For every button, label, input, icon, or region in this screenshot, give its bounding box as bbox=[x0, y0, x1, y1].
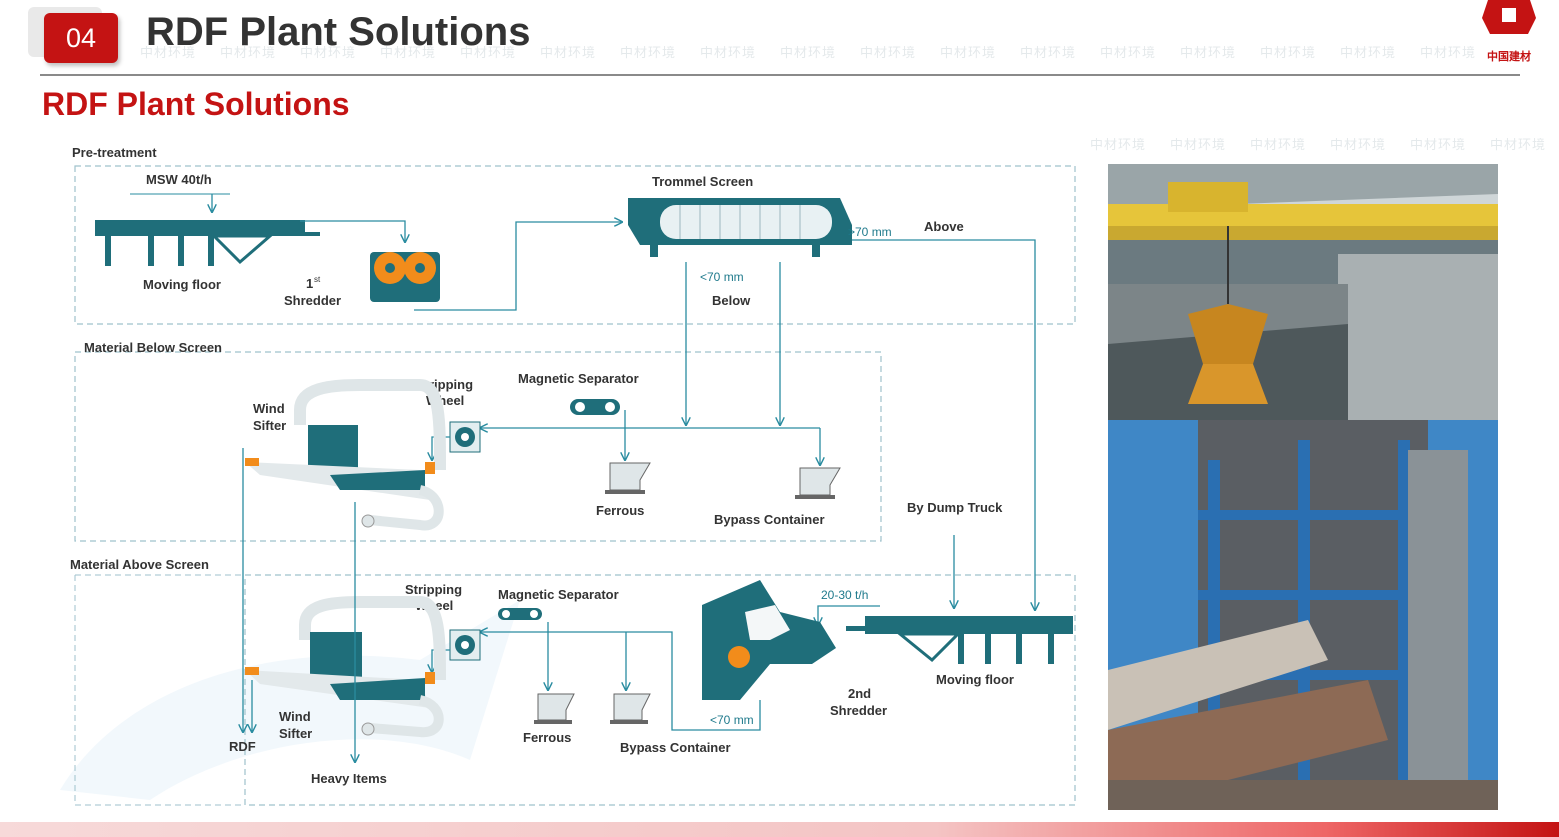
section-subtitle: RDF Plant Solutions bbox=[42, 86, 350, 122]
section-label-above-screen: Material Above Screen bbox=[70, 557, 209, 572]
ferrous-2-label: Ferrous bbox=[523, 730, 571, 745]
shredder-1-number: 1 bbox=[306, 276, 313, 291]
section-label-below-screen: Material Below Screen bbox=[84, 340, 222, 355]
above-label: Above bbox=[924, 219, 964, 234]
trommel-label: Trommel Screen bbox=[652, 174, 753, 189]
ferrous-2-container bbox=[534, 693, 575, 724]
rate-label: 20-30 t/h bbox=[821, 588, 868, 602]
gt70-label: >70 mm bbox=[848, 225, 892, 239]
dump-truck-label: By Dump Truck bbox=[907, 500, 1003, 515]
footer-bar bbox=[0, 822, 1559, 837]
magnetic-separator-2 bbox=[498, 608, 542, 620]
ferrous-1-label: Ferrous bbox=[596, 503, 644, 518]
moving-floor-2-label: Moving floor bbox=[936, 672, 1014, 687]
trommel-screen bbox=[628, 198, 852, 257]
shredder-1-superscript: st bbox=[314, 275, 321, 284]
wind-sifter-1-label-b: Sifter bbox=[253, 418, 286, 433]
msw-label: MSW 40t/h bbox=[146, 172, 212, 187]
section-number-badge: 04 bbox=[44, 13, 118, 63]
shredder-1-label: Shredder bbox=[284, 293, 341, 308]
bypass-2-label: Bypass Container bbox=[620, 740, 731, 755]
rdf-label: RDF bbox=[229, 739, 256, 754]
stripping-wheel-2 bbox=[449, 629, 481, 661]
below-label: Below bbox=[712, 293, 751, 308]
wind-sifter-1 bbox=[245, 379, 446, 531]
magnetic-2-label: Magnetic Separator bbox=[498, 587, 619, 602]
moving-floor-1 bbox=[95, 220, 320, 266]
plant-tower-photo bbox=[1108, 420, 1498, 810]
stripping-2-label-a: Stripping bbox=[405, 582, 462, 597]
shredder-2-label-b: Shredder bbox=[830, 703, 887, 718]
magnetic-separator-1 bbox=[570, 399, 620, 415]
wind-sifter-2 bbox=[245, 596, 446, 738]
below-screen-box bbox=[74, 351, 882, 542]
shredder-2 bbox=[702, 580, 836, 700]
crane-grab-bunker-photo bbox=[1108, 164, 1498, 420]
page-title: RDF Plant Solutions bbox=[146, 10, 531, 54]
bypass-2-container bbox=[610, 693, 651, 724]
wind-sifter-2-label-a: Wind bbox=[279, 709, 311, 724]
magnetic-1-label: Magnetic Separator bbox=[518, 371, 639, 386]
bypass-1-container bbox=[795, 467, 841, 499]
shredder-1 bbox=[370, 252, 440, 302]
stripping-wheel-1 bbox=[449, 421, 481, 453]
lt70-top-label: <70 mm bbox=[700, 270, 744, 284]
pretreatment-box bbox=[74, 165, 1076, 325]
ferrous-1-container bbox=[605, 462, 651, 494]
moving-floor-2 bbox=[846, 616, 1073, 664]
company-logo: 中国建材 bbox=[1482, 0, 1536, 63]
shredder-2-label-a: 2nd bbox=[848, 686, 871, 701]
bypass-1-label: Bypass Container bbox=[714, 512, 825, 527]
logo-text: 中国建材 bbox=[1487, 49, 1531, 63]
section-label-pretreatment: Pre-treatment bbox=[72, 145, 157, 160]
header-divider bbox=[40, 74, 1520, 76]
lt70-bottom-label: <70 mm bbox=[710, 713, 754, 727]
wind-sifter-2-label-b: Sifter bbox=[279, 726, 312, 741]
wind-sifter-1-label-a: Wind bbox=[253, 401, 285, 416]
moving-floor-1-label: Moving floor bbox=[143, 277, 221, 292]
heavy-items-label: Heavy Items bbox=[311, 771, 387, 786]
above-screen-box bbox=[244, 574, 1076, 806]
